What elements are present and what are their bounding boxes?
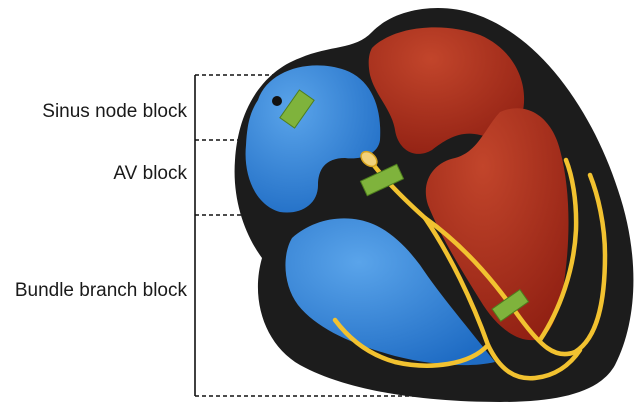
sinus-node-block-label: Sinus node block [42, 101, 187, 122]
left-bundle-fascicle [537, 157, 579, 343]
av-block-label: AV block [113, 163, 187, 184]
bundle-block-marker [491, 288, 530, 323]
right-bundle-branch [332, 215, 491, 368]
av-node [360, 150, 378, 168]
left-ventricle [425, 108, 569, 341]
conduction-system [332, 157, 608, 381]
his-bundle [369, 160, 428, 221]
right-ventricle [285, 218, 495, 366]
left-bundle-branch [422, 172, 608, 357]
sinus-block-marker [279, 89, 315, 129]
sinus-node-dot [272, 96, 282, 106]
left-atrium [368, 27, 525, 154]
bundle-tail [485, 342, 583, 381]
av-block-marker [359, 163, 405, 197]
bundle-branch-block-label: Bundle branch block [14, 280, 187, 301]
